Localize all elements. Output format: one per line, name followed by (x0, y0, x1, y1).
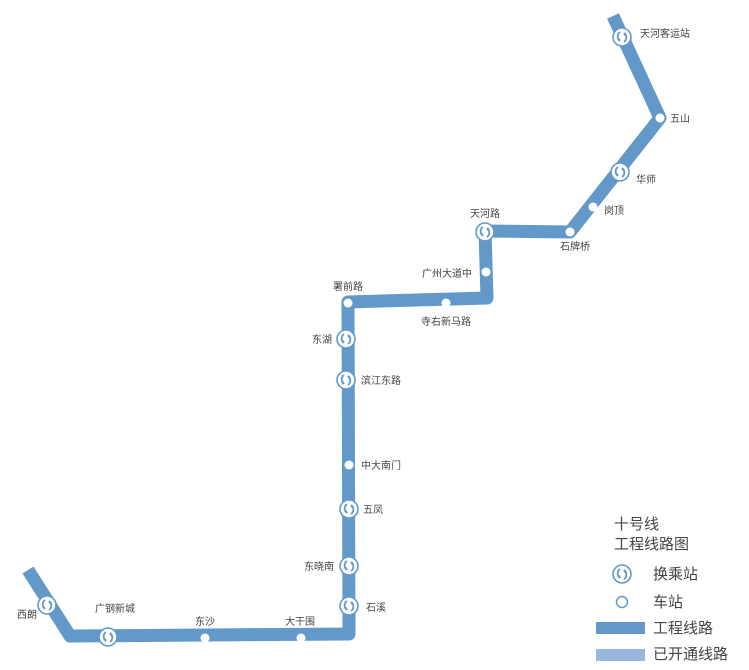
interchange-icon (336, 329, 356, 349)
legend-station-icon (615, 595, 629, 609)
legend-opened-swatch (596, 649, 645, 661)
legend-construction-label: 工程线路 (653, 619, 714, 637)
station[interactable]: 天河路 (470, 207, 500, 242)
station[interactable]: 大干围 (285, 615, 315, 643)
station-label: 西朗 (17, 609, 37, 621)
station[interactable]: 西朗 (17, 595, 57, 621)
interchange-icon (37, 595, 57, 615)
interchange-icon (336, 370, 356, 390)
station-label: 广钢新城 (95, 602, 135, 615)
station[interactable]: 五山 (655, 113, 691, 125)
legend-title-1: 十号线 (614, 515, 660, 533)
interchange-icon (475, 222, 495, 242)
station-dot (296, 633, 306, 643)
legend-title-2: 工程线路图 (614, 535, 690, 553)
station-dot (343, 298, 353, 308)
station-label: 寺右新马路 (421, 315, 471, 328)
interchange-icon (339, 596, 359, 616)
station[interactable]: 广钢新城 (95, 602, 135, 647)
interchange-icon (610, 162, 630, 182)
station-label: 署前路 (333, 280, 363, 293)
interchange-icon (339, 499, 359, 519)
legend-opened-label: 已开通线路 (653, 645, 729, 663)
station-label: 天河路 (470, 207, 500, 220)
station[interactable]: 署前路 (333, 280, 363, 308)
interchange-icon (339, 556, 359, 576)
station[interactable]: 岗顶 (588, 202, 625, 218)
interchange-icon (612, 27, 632, 47)
station-dot (565, 227, 575, 237)
legend-station-label: 车站 (653, 593, 684, 611)
station-label: 石牌桥 (560, 240, 590, 253)
station-dot (588, 202, 598, 212)
station-dot (344, 460, 354, 470)
interchange-icon (98, 627, 118, 647)
legend-interchange-label: 换乘站 (653, 565, 699, 583)
station-label: 滨江东路 (361, 374, 401, 387)
station-label: 东沙 (195, 615, 215, 628)
station-label: 五山 (670, 113, 690, 125)
station[interactable]: 五凤 (339, 499, 383, 519)
station-dot (655, 113, 665, 123)
station-dot (441, 298, 451, 308)
station[interactable]: 华师 (610, 162, 656, 186)
station[interactable]: 天河客运站 (612, 27, 690, 47)
station[interactable]: 石溪 (339, 596, 386, 616)
station[interactable]: 东沙 (195, 615, 215, 643)
station[interactable]: 东湖 (312, 329, 356, 349)
line-10-route (22, 13, 667, 643)
station[interactable]: 滨江东路 (336, 370, 401, 390)
station[interactable]: 广州大道中 (422, 267, 491, 280)
station-label: 东晓南 (304, 560, 334, 573)
station-dot (481, 267, 491, 277)
station-label: 大干围 (285, 615, 315, 628)
station-label: 华师 (636, 173, 656, 186)
station[interactable]: 东晓南 (304, 556, 359, 576)
legend-construction-swatch (596, 622, 645, 634)
station[interactable]: 中大南门 (344, 459, 402, 472)
station-label: 岗顶 (604, 205, 624, 217)
station-label: 东湖 (312, 333, 332, 346)
station-label: 广州大道中 (422, 267, 472, 280)
station[interactable]: 石牌桥 (560, 227, 590, 254)
station-dot (200, 633, 210, 643)
station-label: 石溪 (366, 602, 386, 614)
station[interactable]: 寺右新马路 (421, 298, 471, 329)
station-label: 五凤 (363, 504, 383, 516)
station-label: 中大南门 (361, 459, 401, 472)
station-label: 天河客运站 (640, 27, 690, 40)
legend-interchange-icon (612, 564, 632, 584)
